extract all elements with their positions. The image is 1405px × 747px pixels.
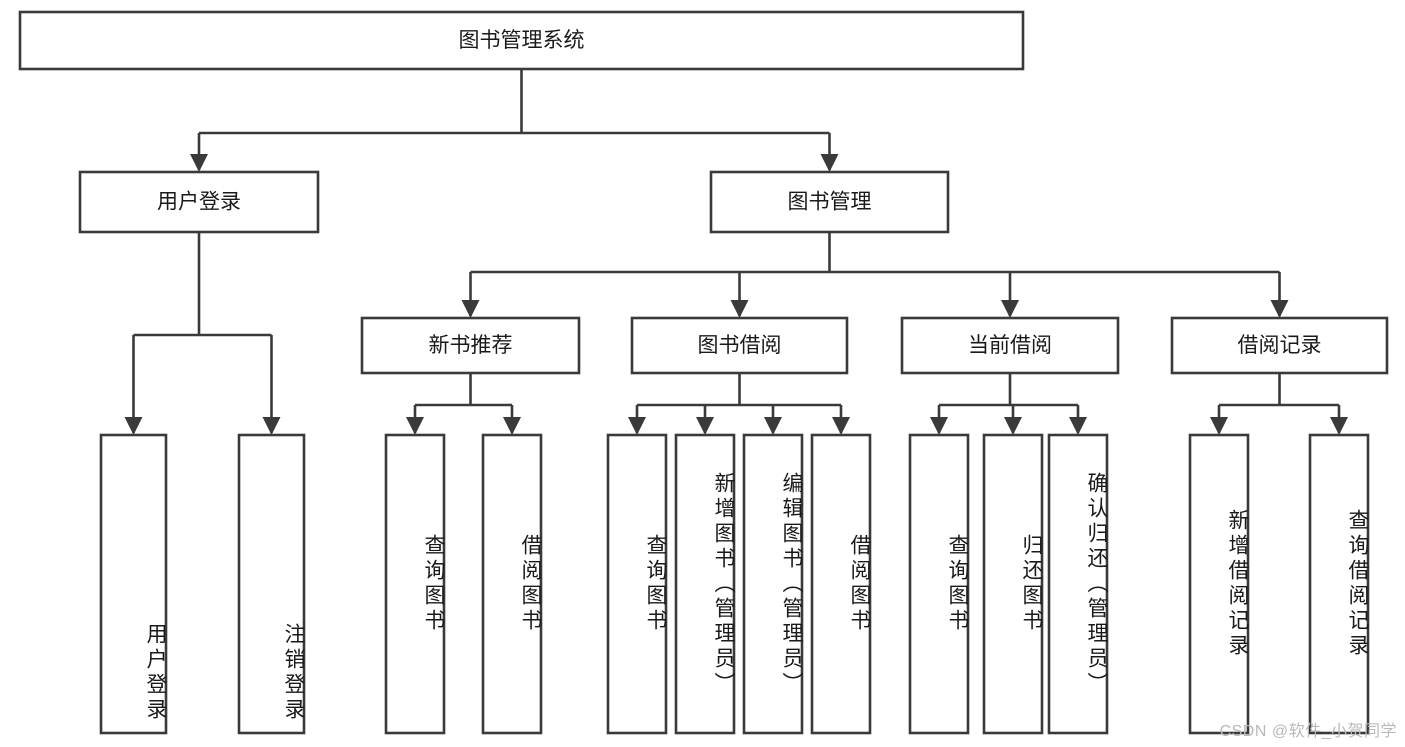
arrow-head-leaf-0 (124, 417, 143, 435)
node-box-leaf-borrow-book-2[interactable] (810, 433, 872, 735)
arrow-head-leaf-2 (406, 417, 424, 435)
node-box-book-borrow[interactable] (630, 316, 849, 375)
arrow-head-level2-1 (820, 154, 839, 172)
node-box-leaf-query-book-2[interactable] (606, 433, 668, 735)
node-box-root[interactable] (18, 10, 1025, 71)
arrow-head-leaf-12 (1330, 417, 1348, 435)
node-box-leaf-query-book-3[interactable] (908, 433, 970, 735)
arrow-head-level2-0 (190, 154, 208, 172)
arrow-head-leaf-5 (696, 417, 714, 435)
arrow-head-leaf-6 (764, 417, 782, 435)
node-box-book-manage[interactable] (709, 170, 950, 234)
node-label-current-borrow: 当前借阅 (968, 334, 1052, 357)
node-box-leaf-edit-book[interactable] (742, 433, 804, 735)
node-box-leaf-query-book-1[interactable] (384, 433, 446, 735)
arrow-head-level3-2 (1001, 300, 1019, 318)
arrow-head-leaf-11 (1210, 417, 1228, 435)
arrow-head-leaf-4 (628, 417, 646, 435)
arrow-head-leaf-8 (930, 417, 948, 435)
edges-layer (124, 69, 1348, 435)
node-box-leaf-add-record[interactable] (1188, 433, 1250, 735)
arrow-head-leaf-3 (503, 417, 521, 435)
node-box-leaf-user-login[interactable] (99, 433, 168, 735)
node-box-new-book-recommend[interactable] (360, 316, 581, 375)
arrow-head-leaf-10 (1069, 417, 1087, 435)
node-label-borrow-record: 借阅记录 (1238, 334, 1322, 357)
arrow-head-leaf-1 (262, 417, 281, 435)
node-label-new-book-recommend: 新书推荐 (429, 334, 513, 357)
boxes-layer (18, 10, 1389, 735)
node-label-root: 图书管理系统 (459, 29, 585, 52)
arrow-head-level3-0 (461, 300, 480, 318)
watermark-text: CSDN @软件_小贺同学 (1219, 723, 1397, 740)
arrow-head-leaf-9 (1004, 417, 1022, 435)
node-box-leaf-query-record[interactable] (1308, 433, 1370, 735)
node-box-user-login[interactable] (78, 170, 320, 234)
arrow-head-level3-3 (1270, 300, 1289, 318)
node-box-leaf-borrow-book-1[interactable] (481, 433, 543, 735)
arrow-head-leaf-7 (832, 417, 850, 435)
node-label-book-manage: 图书管理 (788, 191, 872, 214)
node-box-leaf-logout[interactable] (237, 433, 306, 735)
node-box-leaf-return-book[interactable] (982, 433, 1044, 735)
node-box-leaf-add-book[interactable] (674, 433, 736, 735)
arrow-head-level3-1 (730, 300, 749, 318)
node-box-current-borrow[interactable] (900, 316, 1120, 375)
node-label-book-borrow: 图书借阅 (698, 334, 782, 357)
node-label-user-login: 用户登录 (157, 191, 241, 214)
node-box-leaf-confirm-return[interactable] (1047, 433, 1109, 735)
node-box-borrow-record[interactable] (1170, 316, 1389, 375)
